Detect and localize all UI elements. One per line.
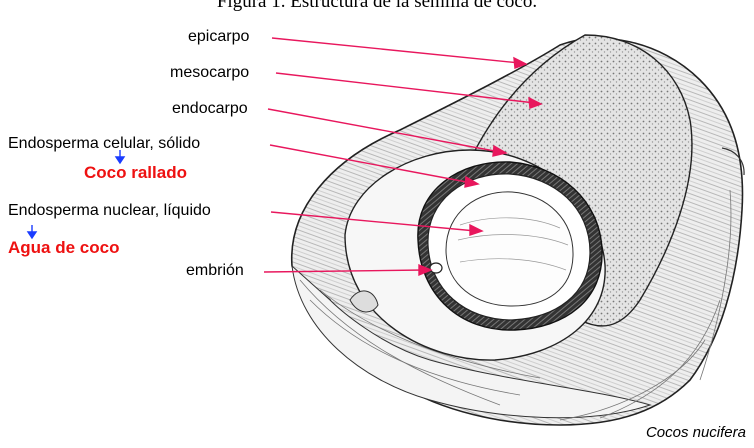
species-caption: Cocos nucifera <box>646 424 746 441</box>
product-coconut-water: Agua de coco <box>8 238 119 258</box>
label-epicarp: epicarpo <box>188 28 249 46</box>
label-mesocarp: mesocarpo <box>170 64 249 82</box>
label-endocarp: endocarpo <box>172 100 248 118</box>
label-embryo: embrión <box>186 262 244 280</box>
embryo-shape <box>430 263 442 273</box>
label-solid-endosperm: Endosperma celular, sólido <box>8 135 200 153</box>
product-grated-coconut: Coco rallado <box>84 163 187 183</box>
arrow-epicarp <box>272 38 520 63</box>
liquid-cavity <box>446 192 573 306</box>
label-liquid-endosperm: Endosperma nuclear, líquido <box>8 202 211 220</box>
